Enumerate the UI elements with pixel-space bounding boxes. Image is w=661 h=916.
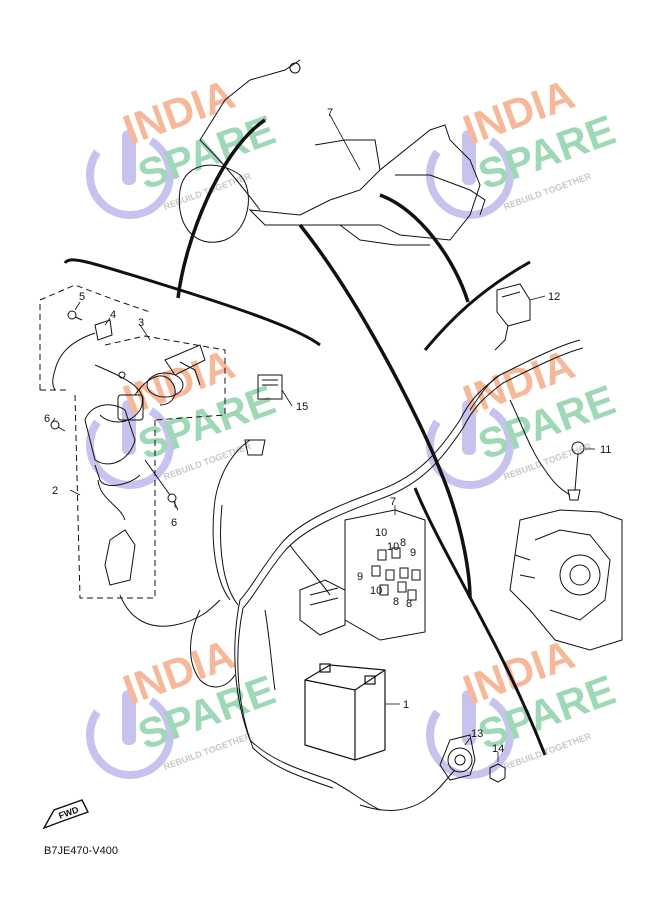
callout-15: 15 <box>296 401 308 413</box>
callout-7-fuse: 7 <box>390 496 396 508</box>
main-harness <box>119 339 584 811</box>
callout-10-b: 10 <box>387 541 399 553</box>
bolt-icon <box>50 420 66 432</box>
callout-11: 11 <box>600 444 611 456</box>
scooter-outline <box>178 59 486 246</box>
callout-3: 3 <box>138 317 144 329</box>
bolt-icon <box>118 371 126 379</box>
callout-8-c: 8 <box>406 598 412 610</box>
callout-8-a: 8 <box>400 537 406 549</box>
watermark-top-left: INDIA SPARE REBUILD TOGETHER <box>86 70 281 219</box>
callout-9-a: 9 <box>410 547 416 559</box>
ground-bolt-11 <box>567 441 585 501</box>
bracket-4 <box>52 319 113 391</box>
bolt-icon <box>67 310 83 321</box>
wrench-logo-icon <box>86 130 174 219</box>
wrench-logo-icon <box>86 690 174 779</box>
callout-7-top: 7 <box>327 107 333 119</box>
callout-10-c: 10 <box>370 585 382 597</box>
watermark-bottom-left: INDIA SPARE REBUILD TOGETHER <box>86 630 281 779</box>
wrench-logo-icon <box>86 400 174 489</box>
callout-8-b: 8 <box>393 596 399 608</box>
fwd-arrow-icon: FWD <box>42 799 89 830</box>
callout-6-right: 6 <box>171 517 177 529</box>
callout-2: 2 <box>52 485 58 497</box>
bolt-icon <box>167 493 179 511</box>
drawing-code: B7JE470-V400 <box>44 845 118 857</box>
callout-4: 4 <box>110 309 116 321</box>
nut-14 <box>489 763 506 783</box>
callout-9-b: 9 <box>357 571 363 583</box>
watermark-mid-left: INDIA SPARE REBUILD TOGETHER <box>86 340 281 489</box>
panel-borders <box>63 258 547 756</box>
watermark-bottom-right: INDIA SPARE REBUILD TOGETHER <box>426 630 621 779</box>
callout-5: 5 <box>79 291 85 303</box>
engine-case <box>509 509 623 651</box>
battery <box>304 663 386 761</box>
callout-1: 1 <box>403 699 409 711</box>
watermark-top-right: INDIA SPARE REBUILD TOGETHER <box>426 70 621 219</box>
callout-leaders <box>51 114 595 762</box>
callout-13: 13 <box>471 728 483 740</box>
relay-15 <box>244 374 283 456</box>
callout-6-left: 6 <box>44 413 50 425</box>
callout-12: 12 <box>548 291 560 303</box>
leader-lines <box>176 118 472 599</box>
main-switch-assembly <box>39 284 226 599</box>
callout-10-a: 10 <box>375 527 387 539</box>
relay-12 <box>494 283 531 351</box>
callout-14: 14 <box>492 743 504 755</box>
horn-13 <box>439 734 476 781</box>
